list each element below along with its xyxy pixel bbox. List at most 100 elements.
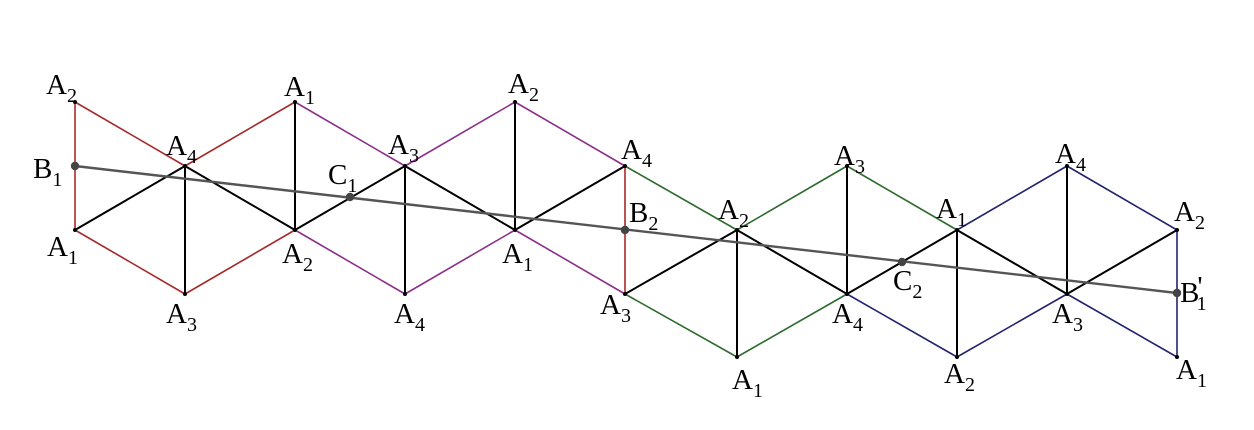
point-label: A2: [718, 194, 749, 232]
label-subscript: 2: [529, 84, 539, 106]
point-label: A2: [508, 68, 539, 106]
edge-navy: [846, 293, 958, 358]
edge-green: [624, 293, 738, 358]
label-letter: A: [718, 194, 739, 226]
vertex-marker: [293, 228, 297, 232]
vertex-marker: [403, 164, 407, 168]
label-letter: A: [166, 298, 187, 330]
point-label: A4: [621, 134, 652, 172]
point-label: A4: [166, 130, 197, 168]
edge-black: [736, 229, 848, 295]
edge-navy: [1066, 165, 1178, 231]
label-subscript: 2: [67, 85, 77, 107]
point-label: A3: [166, 298, 197, 336]
net-edges: [74, 101, 1178, 358]
path-point-marker: [620, 225, 630, 235]
label-letter: A: [732, 364, 753, 396]
vertex-marker: [403, 292, 407, 296]
label-letter: A: [508, 68, 529, 100]
vertex-marker: [845, 292, 849, 296]
label-letter: A: [1176, 354, 1197, 386]
edge-black: [404, 165, 516, 231]
point-label: A2: [944, 358, 975, 396]
label-subscript: 3: [621, 305, 631, 327]
point-label: A3: [834, 140, 865, 178]
label-subscript: 2: [648, 213, 658, 235]
label-letter: A: [600, 289, 621, 321]
point-label: A2: [282, 238, 313, 276]
edge-green: [624, 165, 738, 231]
label-subscript: 1: [52, 169, 62, 191]
label-letter: A: [1174, 196, 1195, 228]
label-subscript: 4: [187, 146, 197, 168]
vertex-marker: [735, 355, 739, 359]
label-letter: B: [629, 197, 648, 229]
vertex-marker: [183, 164, 187, 168]
label-letter: A: [502, 238, 523, 270]
vertex-marker: [845, 164, 849, 168]
label-subscript: 1: [68, 247, 78, 269]
point-label: B2: [629, 197, 658, 235]
point-label: A2: [46, 69, 77, 107]
point-label: A4: [394, 298, 425, 336]
label-letter: A: [394, 298, 415, 330]
edge-black: [956, 229, 1068, 295]
label-letter: C: [893, 265, 912, 297]
edge-purple: [404, 101, 516, 167]
point-label: B'1: [1180, 271, 1207, 315]
label-subscript: 3: [187, 314, 197, 336]
point-label: A3: [1052, 298, 1083, 336]
label-letter: A: [936, 193, 957, 225]
vertex-marker: [513, 100, 517, 104]
point-label: A1: [47, 231, 78, 269]
label-subscript: 4: [642, 150, 652, 172]
point-labels: A2B1A1A4A3A1A2C1A3A4A2A1A4B2A3A2A1A3A4C2…: [33, 68, 1207, 402]
point-label: A4: [832, 298, 863, 336]
label-subscript: 2: [965, 374, 975, 396]
point-label: A1: [732, 364, 763, 402]
edge-red: [74, 229, 186, 295]
label-subscript: 1: [523, 254, 533, 276]
point-label: A2: [1174, 196, 1205, 234]
vertex-marker: [1175, 355, 1179, 359]
edge-navy: [1066, 293, 1178, 358]
vertex-marker: [955, 228, 959, 232]
label-letter: A: [621, 134, 642, 166]
label-letter: A: [388, 129, 409, 161]
label-subscript: 1: [753, 380, 763, 402]
label-letter: A: [1055, 138, 1076, 170]
edge-navy: [956, 165, 1068, 231]
label-letter: A: [47, 231, 68, 263]
label-letter: B: [1180, 277, 1199, 309]
label-subscript: 1: [1197, 370, 1207, 392]
label-letter: A: [834, 140, 855, 172]
vertex-marker: [183, 292, 187, 296]
point-markers: [70, 100, 1182, 359]
label-subscript: 2: [303, 254, 313, 276]
label-subscript: 2: [739, 210, 749, 232]
vertex-marker: [1065, 292, 1069, 296]
point-label: A3: [388, 129, 419, 167]
path-point-marker: [1172, 288, 1182, 298]
label-subscript: 3: [855, 156, 865, 178]
label-subscript: 4: [853, 314, 863, 336]
path-point-marker: [70, 161, 80, 171]
edge-red: [184, 229, 296, 295]
edge-purple: [514, 101, 626, 167]
vertex-marker: [623, 164, 627, 168]
point-label: B1: [33, 153, 62, 191]
label-prime: ': [1197, 271, 1202, 303]
vertex-marker: [735, 228, 739, 232]
label-letter: A: [166, 130, 187, 162]
edge-purple: [404, 229, 516, 295]
label-subscript: 3: [409, 145, 419, 167]
label-subscript: 3: [1073, 314, 1083, 336]
label-subscript: 1: [305, 87, 315, 109]
point-label: A1: [1176, 354, 1207, 392]
edge-navy: [956, 293, 1068, 358]
point-label: A4: [1055, 138, 1086, 176]
vertex-marker: [293, 100, 297, 104]
path-point-marker: [345, 192, 355, 202]
